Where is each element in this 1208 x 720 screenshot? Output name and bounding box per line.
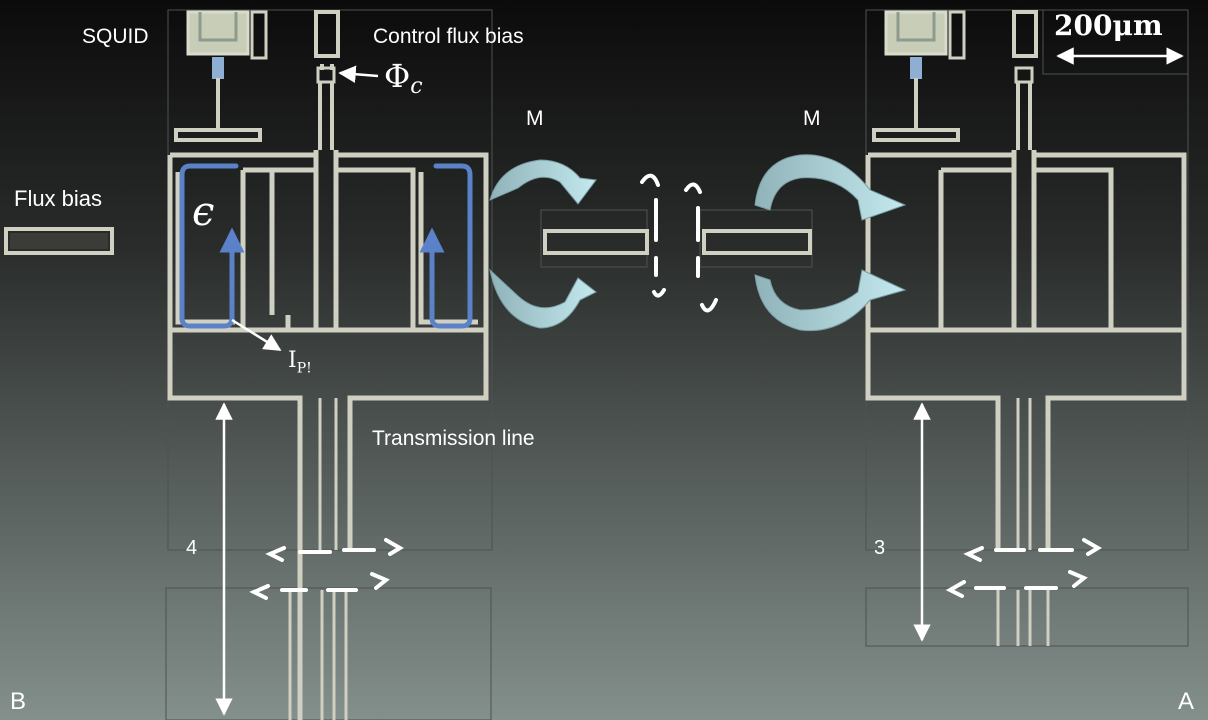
panel-a-label: A <box>1178 688 1195 715</box>
persistent-current-loops <box>179 163 473 329</box>
squid-label: SQUID <box>82 25 149 48</box>
epsilon-label: ϵ <box>192 189 215 235</box>
mutual-coupling-arrows <box>489 154 907 332</box>
dashed-breaks <box>249 173 1102 600</box>
coupler-stubs <box>543 229 812 255</box>
control-flux-bias-label: Control flux bias <box>373 25 524 48</box>
dimension-3-label: 3 <box>874 537 886 559</box>
flux-bias-line <box>4 227 114 255</box>
phi-c-label: Φc <box>384 60 423 98</box>
dimension-arrows <box>215 47 1184 716</box>
phi-symbol: Φ <box>384 57 411 95</box>
dimension-4-label: 4 <box>186 537 198 559</box>
ip-subscript: P! <box>296 360 312 377</box>
scale-bar-label: 200μm <box>1054 9 1163 42</box>
flux-bias-label: Flux bias <box>14 186 103 211</box>
right-qubit <box>865 10 1187 646</box>
panel-b-label: B <box>10 688 27 715</box>
mutual-inductance-right-label: M <box>803 107 821 130</box>
mutual-inductance-left-label: M <box>526 107 544 130</box>
left-qubit <box>167 10 489 720</box>
phi-subscript: c <box>410 74 423 99</box>
ip-label: IP! <box>288 348 312 377</box>
ip-main: I <box>288 348 297 373</box>
transmission-line-label: Transmission line <box>372 427 535 450</box>
